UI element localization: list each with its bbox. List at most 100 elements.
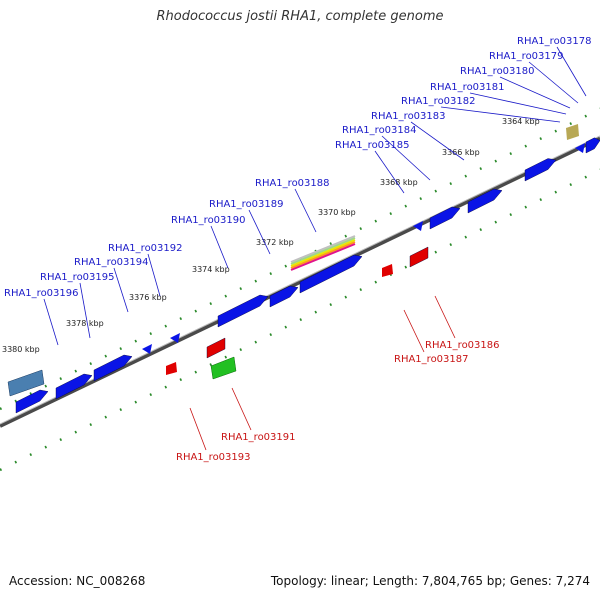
ruler-tick bbox=[329, 303, 333, 307]
ruler-tick bbox=[569, 183, 573, 187]
ruler-tick bbox=[104, 354, 108, 358]
ruler-tick bbox=[509, 152, 513, 156]
reverse-gene[interactable] bbox=[409, 246, 429, 268]
gene-label[interactable]: RHA1_ro03192 bbox=[108, 243, 183, 254]
forward-gene[interactable] bbox=[170, 333, 180, 343]
ruler-label: 3374 kbp bbox=[192, 265, 230, 274]
gene-label[interactable]: RHA1_ro03183 bbox=[371, 111, 446, 122]
ruler-label: 3376 kbp bbox=[129, 293, 167, 302]
ruler-label: 3372 kbp bbox=[256, 238, 294, 247]
gene-label[interactable]: RHA1_ro03180 bbox=[460, 66, 535, 77]
ruler-tick bbox=[569, 122, 573, 126]
forward-gene[interactable] bbox=[269, 285, 299, 308]
ruler-tick bbox=[0, 407, 3, 411]
leader-line bbox=[469, 92, 567, 115]
gene-label[interactable]: RHA1_ro03181 bbox=[430, 82, 505, 93]
ruler-tick bbox=[29, 392, 33, 396]
ruler-tick bbox=[479, 228, 483, 232]
leader-line bbox=[381, 135, 431, 181]
reverse-gene[interactable] bbox=[206, 337, 226, 359]
gene-label[interactable]: RHA1_ro03186 bbox=[425, 340, 500, 351]
ruler-tick bbox=[434, 189, 438, 193]
gene-label[interactable]: RHA1_ro03182 bbox=[401, 96, 476, 107]
gene-label[interactable]: RHA1_ro03194 bbox=[74, 257, 149, 268]
pseudogene-block[interactable] bbox=[7, 369, 45, 397]
ruler-tick bbox=[209, 302, 213, 306]
forward-gene[interactable] bbox=[142, 344, 152, 354]
ruler-tick bbox=[374, 219, 378, 223]
forward-gene[interactable] bbox=[467, 188, 503, 214]
feature-track bbox=[290, 237, 356, 265]
ruler-tick bbox=[479, 167, 483, 171]
ruler-tick bbox=[194, 309, 198, 313]
gene-label[interactable]: RHA1_ro03193 bbox=[176, 452, 251, 463]
gene-label[interactable]: RHA1_ro03178 bbox=[517, 36, 592, 47]
ruler-tick bbox=[269, 272, 273, 276]
gene-label[interactable]: RHA1_ro03191 bbox=[221, 432, 296, 443]
ruler-tick bbox=[119, 347, 123, 351]
ruler-label: 3368 kbp bbox=[380, 178, 418, 187]
feature-track bbox=[290, 239, 356, 267]
leader-line bbox=[210, 225, 229, 269]
forward-gene[interactable] bbox=[575, 143, 585, 153]
feature-track bbox=[290, 243, 356, 271]
leader-line bbox=[403, 309, 425, 353]
reverse-gene[interactable] bbox=[382, 264, 393, 277]
ruler-tick bbox=[344, 234, 348, 238]
ruler-tick bbox=[524, 144, 528, 148]
ruler-tick bbox=[224, 355, 228, 359]
ruler-tick bbox=[584, 114, 588, 118]
ruler-tick bbox=[254, 279, 258, 283]
forward-gene[interactable] bbox=[524, 158, 557, 182]
ruler-tick bbox=[539, 137, 543, 141]
ruler-label: 3364 kbp bbox=[502, 117, 540, 126]
forward-gene[interactable] bbox=[429, 206, 461, 230]
ruler-label: 3378 kbp bbox=[66, 319, 104, 328]
forward-gene[interactable] bbox=[55, 373, 93, 400]
ruler-tick bbox=[584, 175, 588, 179]
gene-label[interactable]: RHA1_ro03179 bbox=[489, 51, 564, 62]
forward-gene[interactable] bbox=[585, 137, 600, 154]
ruler-tick bbox=[179, 317, 183, 321]
map-title: Rhodococcus jostii RHA1, complete genome bbox=[156, 9, 444, 24]
feature-track bbox=[290, 235, 356, 263]
ruler-tick bbox=[464, 235, 468, 239]
misc-feature[interactable] bbox=[566, 124, 579, 140]
reverse-gene[interactable] bbox=[166, 362, 177, 375]
ruler-tick bbox=[404, 265, 408, 269]
ruler-tick bbox=[449, 182, 453, 186]
ruler-tick bbox=[359, 227, 363, 231]
gene-label[interactable]: RHA1_ro03187 bbox=[394, 354, 469, 365]
ruler-tick bbox=[449, 243, 453, 247]
ruler-tick bbox=[524, 205, 528, 209]
forward-gene[interactable] bbox=[413, 221, 423, 231]
ruler-tick bbox=[209, 363, 213, 367]
gene-label[interactable]: RHA1_ro03184 bbox=[342, 125, 417, 136]
ruler-tick bbox=[59, 438, 63, 442]
ruler-tick bbox=[494, 159, 498, 163]
gene-label[interactable]: RHA1_ro03188 bbox=[255, 178, 330, 189]
gene-label[interactable]: RHA1_ro03195 bbox=[40, 272, 115, 283]
ruler-tick bbox=[239, 348, 243, 352]
ruler-tick bbox=[149, 332, 153, 336]
ruler-tick bbox=[134, 400, 138, 404]
forward-gene[interactable] bbox=[93, 354, 133, 382]
ruler-tick bbox=[224, 294, 228, 298]
forward-gene[interactable] bbox=[15, 389, 49, 414]
leader-line bbox=[189, 407, 207, 451]
forward-gene[interactable] bbox=[217, 294, 269, 328]
gene-label[interactable]: RHA1_ro03196 bbox=[4, 288, 79, 299]
gene-label[interactable]: RHA1_ro03185 bbox=[335, 140, 410, 151]
ruler-tick bbox=[329, 242, 333, 246]
leader-line bbox=[440, 106, 561, 123]
gene-label[interactable]: RHA1_ro03190 bbox=[171, 215, 246, 226]
rna-gene[interactable] bbox=[210, 356, 237, 380]
gene-label[interactable]: RHA1_ro03189 bbox=[209, 199, 284, 210]
ruler-tick bbox=[14, 460, 18, 464]
ruler-tick bbox=[359, 288, 363, 292]
forward-gene[interactable] bbox=[299, 254, 363, 294]
leader-line bbox=[79, 282, 91, 339]
ruler-tick bbox=[239, 287, 243, 291]
leader-line bbox=[499, 76, 571, 109]
